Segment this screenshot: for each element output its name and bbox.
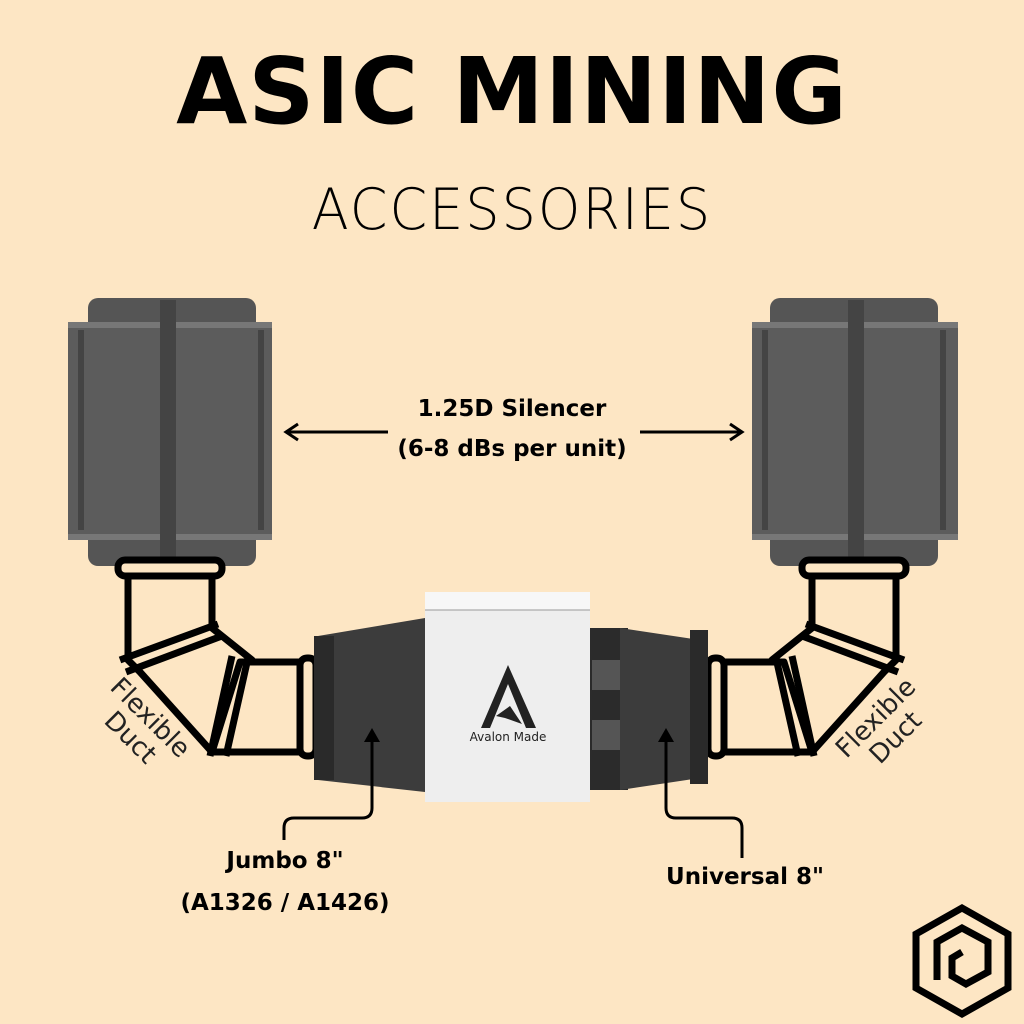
arrow-left	[283, 422, 388, 442]
silencer-label-line2: (6-8 dBs per unit)	[397, 436, 627, 462]
silencer-left	[68, 298, 272, 566]
miner-brand-label: Avalon Made	[469, 730, 547, 744]
flexible-duct-left	[114, 556, 320, 760]
jumbo-label-line1: Jumbo 8"	[226, 848, 344, 874]
universal-label: Universal 8"	[666, 864, 824, 890]
brand-logo-icon	[912, 903, 1012, 1019]
avalon-logo-icon	[481, 665, 536, 728]
leader-line-universal	[664, 738, 744, 858]
page-title: ASIC MINING	[176, 38, 848, 145]
jumbo-label-line2: (A1326 / A1426)	[180, 890, 390, 916]
miner	[314, 592, 708, 802]
flexible-duct-right	[704, 556, 910, 760]
page-subtitle: ACCESSORIES	[311, 176, 713, 243]
leader-line-jumbo	[282, 738, 374, 840]
arrow-right	[640, 422, 745, 442]
leader-arrow-jumbo	[364, 728, 380, 742]
leader-arrow-universal	[658, 728, 674, 742]
silencer-label-line1: 1.25D Silencer	[417, 396, 607, 422]
silencer-right	[752, 298, 958, 566]
